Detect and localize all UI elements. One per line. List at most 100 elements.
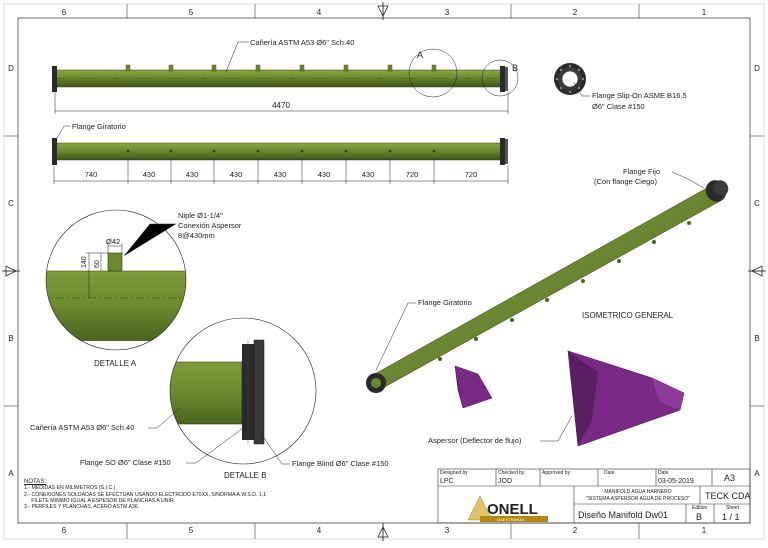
- row-label-left: B: [8, 334, 13, 343]
- approved-by-label: Approved by: [542, 470, 571, 476]
- sheet-size: A3: [724, 473, 736, 483]
- note-line: 2.- CONEXIONES SOLDADAS SE EFECTUAN USAN…: [24, 491, 267, 498]
- small-deflector: [454, 365, 493, 409]
- zone-labels: 6 5 4 3 2 1 6 5 4 3 2 1 D C B A D C B A: [8, 8, 760, 535]
- detail-a-diameter: Ø42: [106, 237, 120, 246]
- nipple-label-2: Conexión Aspersor: [178, 221, 242, 230]
- row-label-right: C: [754, 199, 760, 208]
- col-label-bottom: 2: [573, 526, 578, 535]
- col-label-bottom: 4: [317, 526, 322, 535]
- edition-label: Edition: [692, 505, 708, 511]
- row-label-right: D: [754, 64, 760, 73]
- detail-a-title: DETALLE A: [94, 359, 137, 368]
- col-label-top: 4: [317, 8, 322, 17]
- note-line: 1.- MEDIDAS EN MILIMETROS (S.I.C.).: [24, 485, 117, 492]
- dim-4470-label: 4470: [272, 101, 290, 110]
- blind-flange: [505, 67, 508, 91]
- isometric-pipe: [366, 180, 729, 393]
- leader-line: [225, 41, 249, 73]
- flange-slipon-label-2: Ø6" Clase #150: [592, 102, 645, 111]
- left-flange: [52, 66, 57, 92]
- sheet-outer-border: [3, 3, 765, 540]
- iso-fixed-flange-label-2: (Con flange Ciego): [594, 177, 657, 186]
- checked-by: JOD: [498, 478, 512, 485]
- right-flange: [500, 66, 505, 92]
- sprinkler-label: Aspersor (Deflector de flujo): [428, 436, 522, 445]
- date: 03-05-2019: [658, 478, 694, 485]
- side-dim-label: 740: [85, 170, 98, 179]
- side-dims: [53, 160, 509, 184]
- flange-slipon-view: [554, 63, 586, 95]
- note-line: 3.- PERFILES Y PLANCHAS, ACERO ASTM A36.: [24, 504, 140, 511]
- col-label-top: 3: [445, 8, 450, 17]
- iso-fixed-flange-label-1: Flange Fijo: [623, 167, 660, 176]
- nipple: [107, 252, 123, 272]
- sheet-border: [17, 17, 751, 524]
- detail-a-height: 140: [81, 256, 88, 268]
- sheet-label: Sheet: [726, 505, 740, 511]
- title-block: [437, 468, 751, 524]
- top-view-pipe: [52, 64, 508, 92]
- sheet-number: 1 / 1: [722, 512, 740, 522]
- side-flange-label: Flange Giratorio: [72, 122, 126, 131]
- date2-label: Date: [658, 470, 669, 476]
- flange-blind: [253, 339, 265, 445]
- notes-heading: NOTAS:: [24, 479, 46, 485]
- nipple-label-3: 8@430mm: [178, 231, 215, 240]
- date-label: Date: [604, 470, 615, 476]
- note-line: FILETE MINIMO IGUAL A ESPESOR DE PLANCHA…: [24, 497, 176, 504]
- drawing-name: Diseño Manifold Dw01: [578, 510, 669, 520]
- row-label-right: A: [754, 469, 760, 478]
- col-label-bottom: 6: [62, 526, 67, 535]
- row-label-left: D: [8, 64, 14, 73]
- side-dim-label: 430: [230, 170, 243, 179]
- col-label-top: 1: [702, 8, 707, 17]
- title-line-1: MANIFOLD AGUA HARNERO: [604, 489, 672, 495]
- logo-sub: MAESTRANZA: [497, 517, 525, 522]
- iso-swivel-flange-label: Flange Giratorio: [418, 298, 472, 307]
- iso-title: ISOMETRICO GENERAL: [582, 311, 674, 320]
- nipples: [125, 64, 437, 72]
- checked-by-label: Checked by: [498, 470, 525, 476]
- flange-slipon-label-1: Flange Slip-On ASME B16,5: [592, 91, 687, 100]
- dim-4470: [54, 92, 509, 114]
- nipple-label-1: Niple Ø1-1/4": [178, 211, 223, 220]
- company-logo: [467, 495, 548, 522]
- detail-b-marker: B: [512, 63, 518, 73]
- detail-b-title: DETALLE B: [224, 471, 267, 480]
- edition: B: [696, 512, 703, 522]
- side-dim-label: 430: [186, 170, 199, 179]
- designed-by: LPC: [440, 478, 454, 485]
- large-deflector: [567, 350, 685, 447]
- side-dim-label: 430: [143, 170, 156, 179]
- detail-a-frame: [45, 209, 187, 351]
- side-dim-label-last: 720: [465, 170, 478, 179]
- side-dim-label: 430: [318, 170, 331, 179]
- col-label-top: 5: [189, 8, 194, 17]
- title-line-2: "SISTEMA ASPERSOR AGUA DE PROCESO": [586, 496, 690, 502]
- detail-b-flange-blind-label: Flange Blind Ø6" Clase #150: [292, 459, 388, 468]
- designed-by-label: Designed by: [440, 470, 468, 476]
- detail-a-inner: 60: [94, 260, 101, 268]
- side-dim-label: 720: [406, 170, 419, 179]
- detail-a-marker: A: [417, 50, 423, 60]
- center-markers: [2, 2, 766, 541]
- company-name: TECK CDA: [705, 491, 751, 501]
- row-label-left: C: [8, 199, 14, 208]
- detail-b-view: [170, 339, 265, 445]
- detail-b-frame: [169, 317, 317, 465]
- detail-b-pipe-label: Cañería ASTM A53 Ø6" Sch.40: [30, 423, 134, 432]
- side-dim-label: 430: [362, 170, 375, 179]
- col-label-top: 2: [573, 8, 578, 17]
- row-label-left: A: [8, 469, 14, 478]
- col-label-bottom: 5: [189, 526, 194, 535]
- row-label-right: B: [754, 334, 759, 343]
- detail-b-circle: [481, 59, 519, 97]
- top-pipe-label: Cañería ASTM A53 Ø6" Sch.40: [250, 38, 354, 47]
- col-label-bottom: 3: [445, 526, 450, 535]
- detail-a-view: [46, 252, 186, 341]
- logo-main: ONELL: [487, 501, 538, 518]
- col-label-top: 6: [62, 8, 67, 17]
